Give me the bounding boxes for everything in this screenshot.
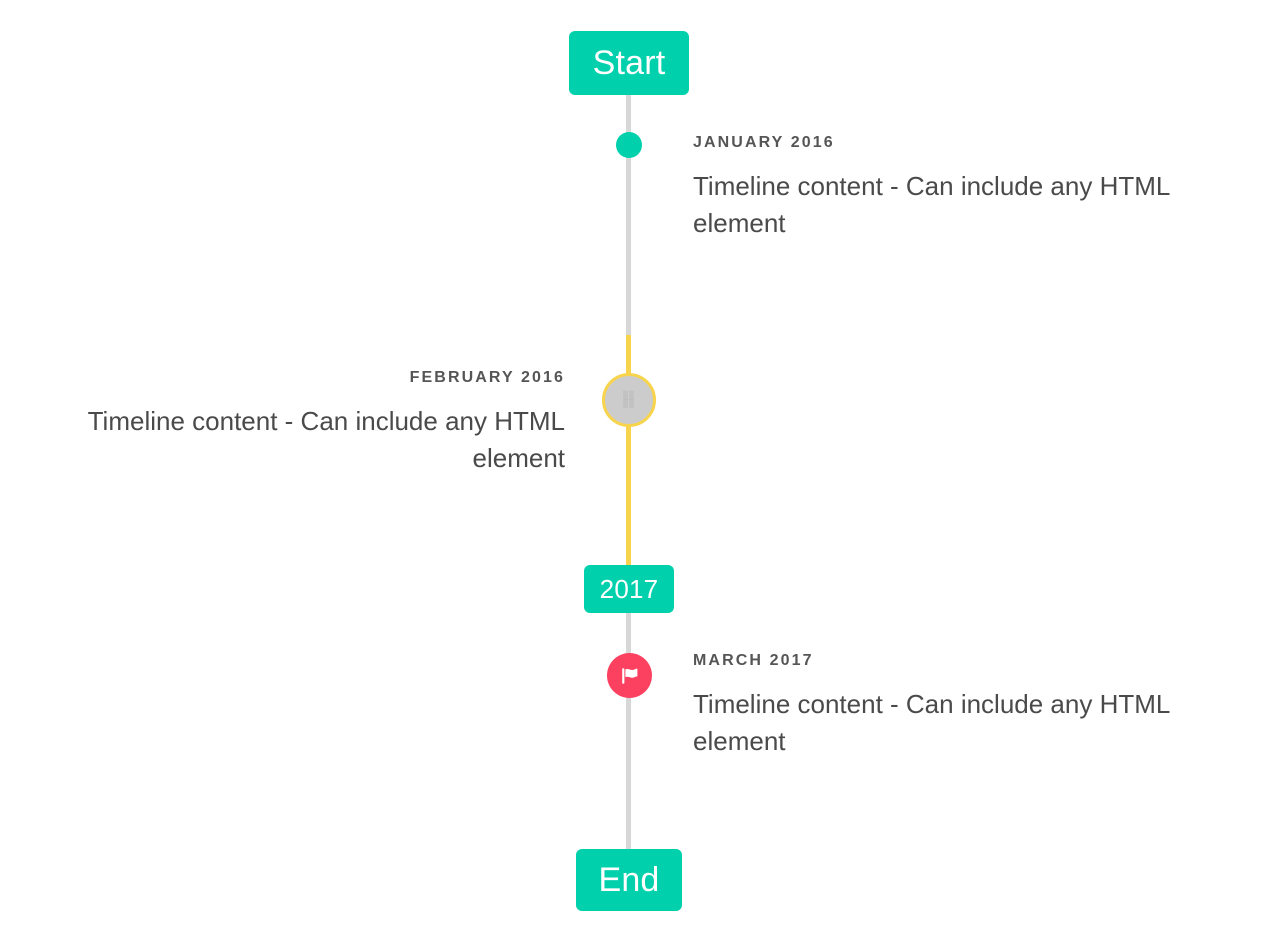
timeline-entry-march-2017: MARCH 2017 Timeline content - Can includ… [693,651,1223,760]
timeline-entry-body: Timeline content - Can include any HTML … [693,689,1170,757]
timeline-cap-start[interactable]: Start [569,31,689,95]
timeline-marker-february-2016[interactable]: ▒▒ ▒▒ [602,373,656,427]
timeline-cap-midpoint[interactable]: 2017 [584,565,674,613]
timeline-axis-segment-bottom [626,613,631,849]
timeline-cap-end[interactable]: End [576,849,682,911]
timeline-entry-label: FEBRUARY 2016 [409,369,565,386]
flag-icon [621,667,637,684]
timeline-axis-segment-highlight [626,335,631,565]
missing-glyph-icon: ▒▒ ▒▒ [623,390,635,408]
timeline-cap-start-label: Start [592,43,666,82]
timeline-axis-segment-top [626,95,631,335]
timeline-entry-body: Timeline content - Can include any HTML … [87,406,565,474]
timeline-entry-label: MARCH 2017 [693,652,814,669]
timeline-entry-january-2016: JANUARY 2016 Timeline content - Can incl… [693,133,1223,242]
timeline-cap-end-label: End [598,860,660,899]
timeline-entry-label: JANUARY 2016 [693,134,835,151]
timeline-marker-january-2016[interactable] [616,132,642,158]
timeline-cap-midpoint-label: 2017 [599,573,659,604]
timeline-entry-february-2016: FEBRUARY 2016 Timeline content - Can inc… [35,368,565,477]
timeline-entry-body: Timeline content - Can include any HTML … [693,171,1170,239]
timeline-marker-march-2017[interactable] [607,653,652,698]
